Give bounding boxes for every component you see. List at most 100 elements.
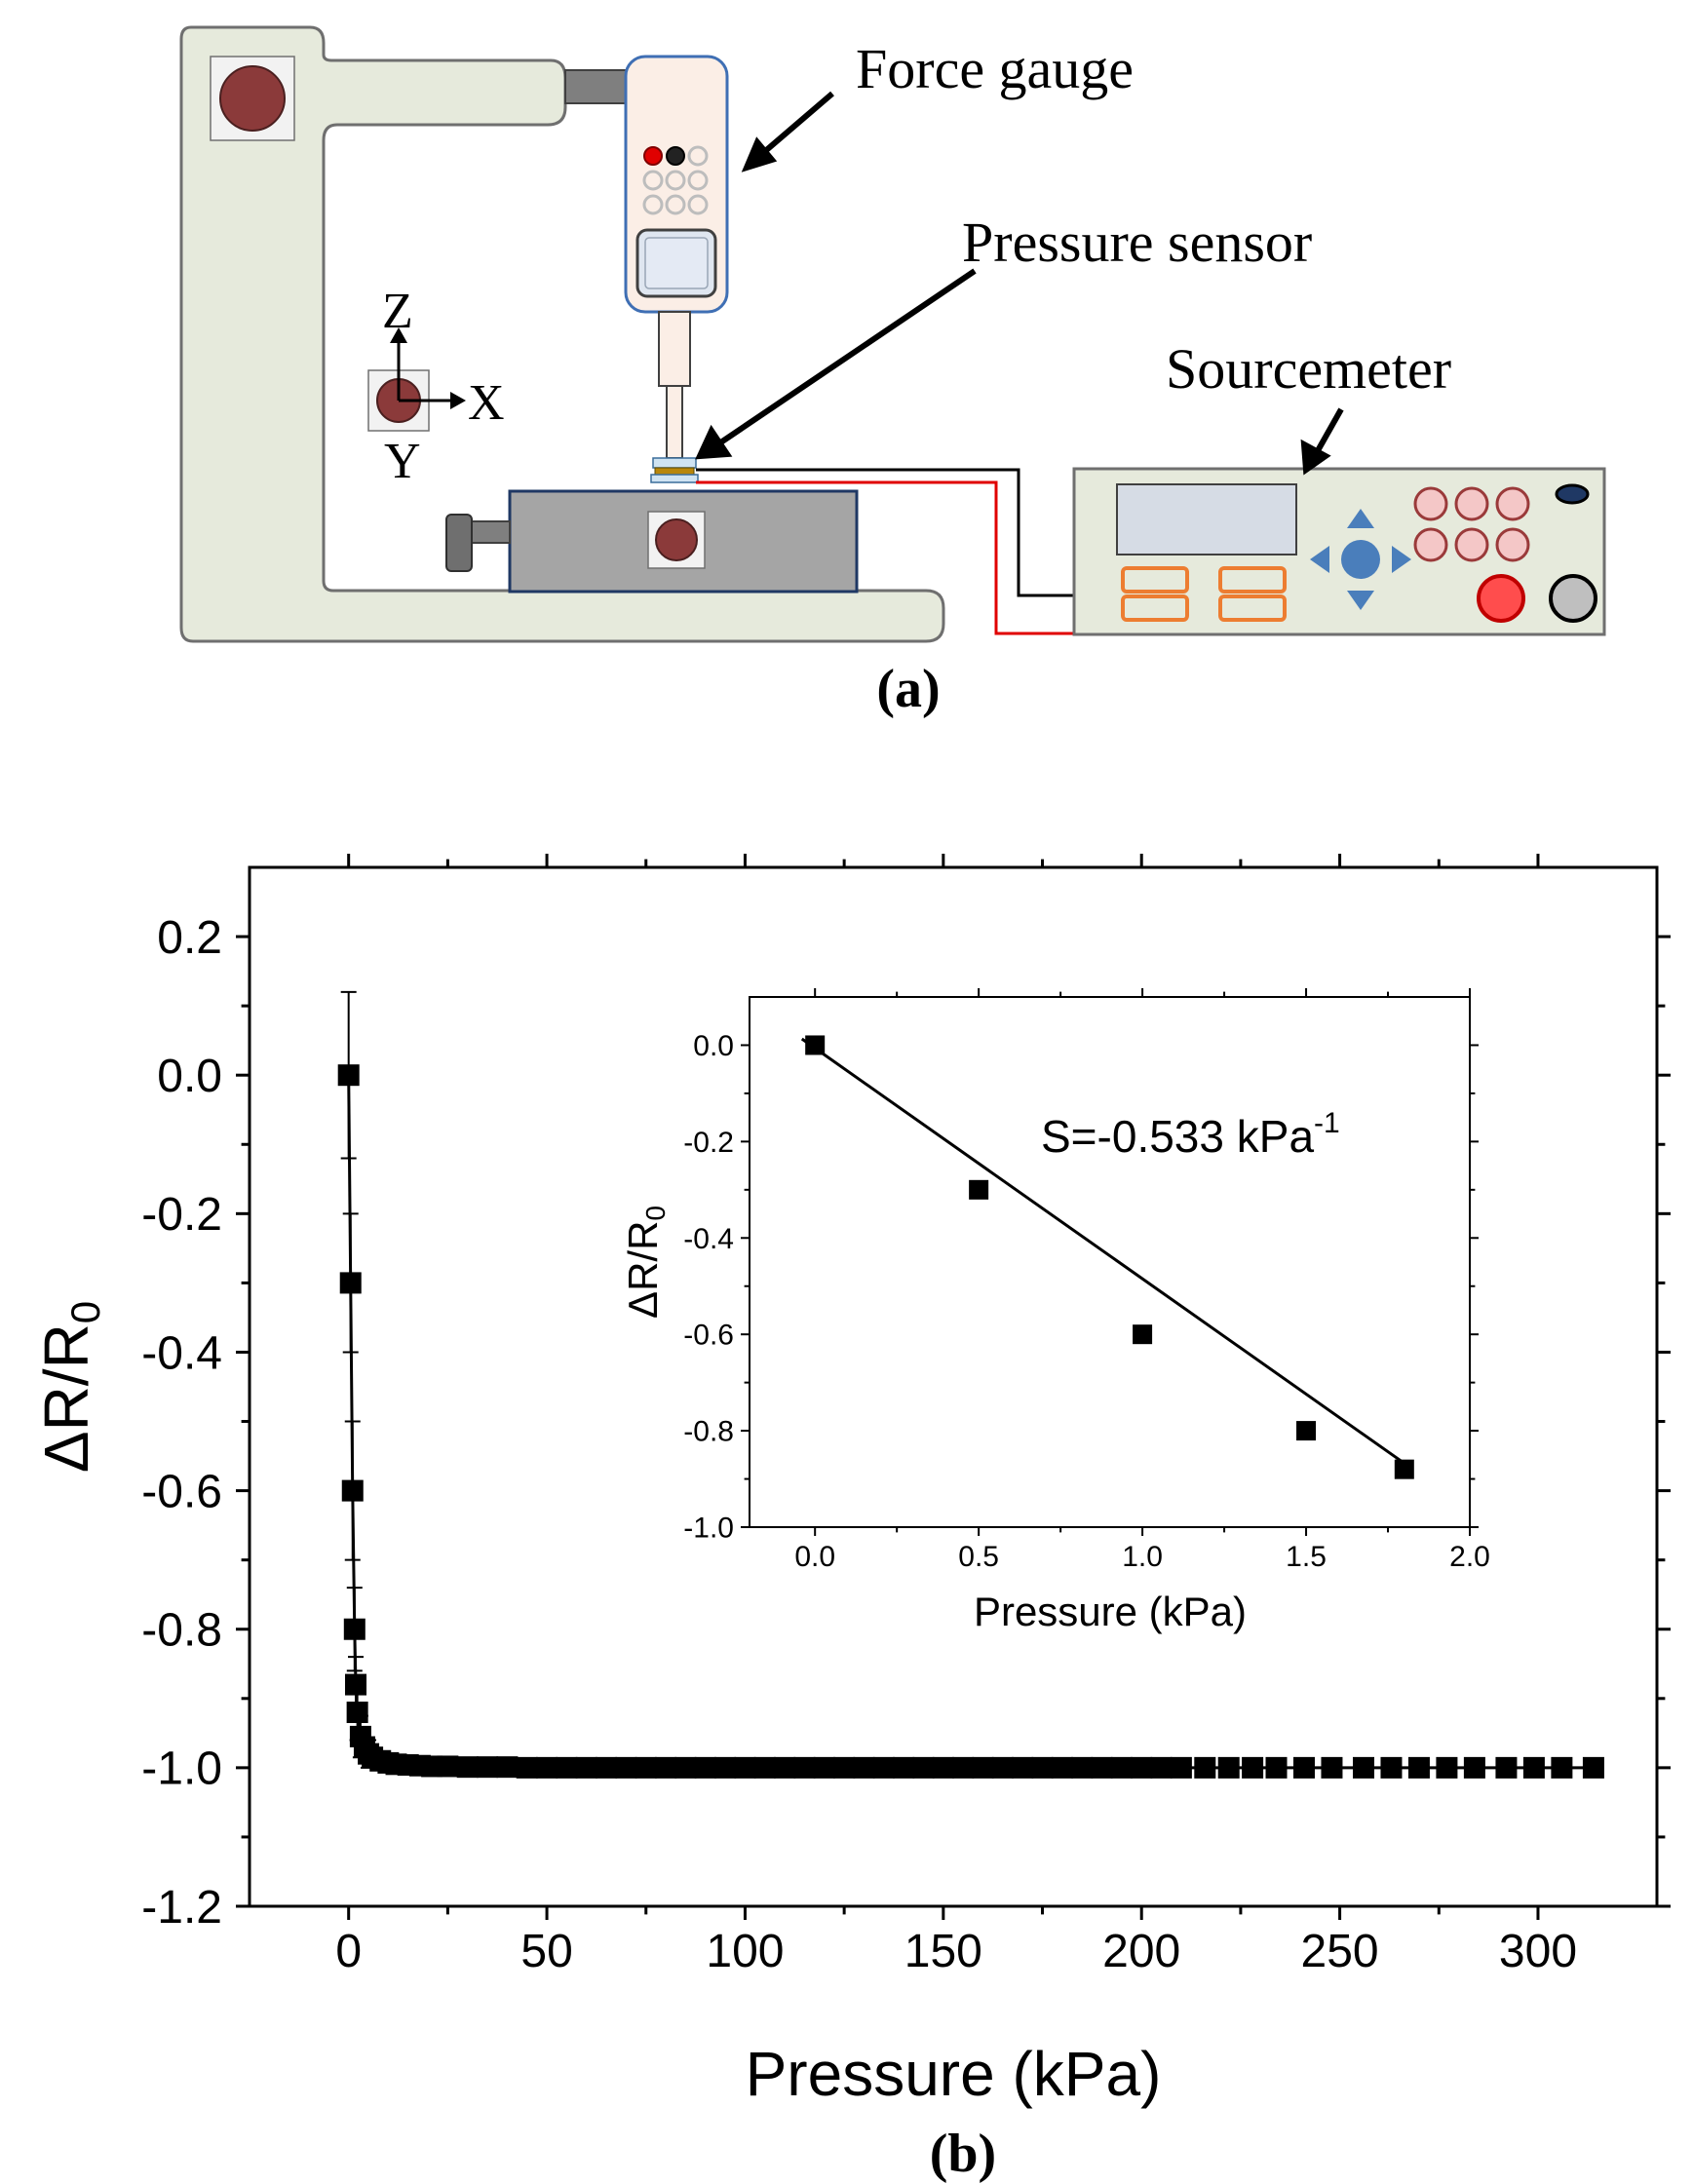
frame-knob-icon xyxy=(219,65,286,132)
main-x-tick-label: 200 xyxy=(1102,1926,1180,1977)
stage-knob-icon xyxy=(655,518,698,561)
inset-x-tick-label: 0.0 xyxy=(794,1541,835,1573)
main-plot-frame xyxy=(248,865,1659,1908)
inset-x-axis-label: Pressure (kPa) xyxy=(974,1589,1247,1634)
red-wire xyxy=(696,480,1074,635)
main-data-point xyxy=(1170,1756,1192,1779)
main-data-point xyxy=(753,1756,776,1779)
main-data-point xyxy=(1380,1756,1403,1779)
z-arrow-icon xyxy=(390,327,407,343)
main-data-point xyxy=(952,1756,975,1779)
main-data-point xyxy=(714,1756,737,1779)
pressure-sensor-label: Pressure sensor xyxy=(962,211,1312,274)
main-data-point xyxy=(734,1756,756,1779)
main-data-point xyxy=(991,1756,1014,1779)
main-data-point xyxy=(972,1756,994,1779)
gauge-shaft xyxy=(658,311,691,387)
main-data-point xyxy=(343,1618,366,1640)
inset-x-tick-label: 2.0 xyxy=(1449,1541,1490,1573)
force-gauge-label: Force gauge xyxy=(856,37,1134,100)
main-data-point xyxy=(337,1064,360,1087)
inset-data-point xyxy=(969,1179,989,1200)
main-x-tick-label: 150 xyxy=(904,1926,982,1977)
panel-b-label: (b) xyxy=(930,2124,996,2184)
main-data-point xyxy=(477,1756,499,1779)
main-data-point xyxy=(635,1756,657,1779)
gauge-probe xyxy=(666,385,683,459)
main-data-point xyxy=(556,1756,578,1779)
inset-data-point xyxy=(1394,1459,1414,1479)
main-data-point xyxy=(1292,1756,1315,1779)
main-data-point xyxy=(1407,1756,1430,1779)
main-data-point xyxy=(774,1756,796,1779)
gauge-red-button xyxy=(643,146,663,166)
axis-z-label: Z xyxy=(382,284,413,339)
sourcemeter-indicator xyxy=(1555,483,1590,505)
main-data-point xyxy=(1150,1756,1173,1779)
main-data-point xyxy=(793,1756,816,1779)
main-data-point xyxy=(1194,1756,1216,1779)
main-data-point xyxy=(1242,1756,1264,1779)
pressure-sensor xyxy=(652,457,697,469)
main-data-point xyxy=(346,1702,368,1724)
main-data-point xyxy=(1217,1756,1240,1779)
inset-x-tick-label: 1.5 xyxy=(1286,1541,1327,1573)
main-y-axis-label-sub: 0 xyxy=(62,1301,108,1323)
main-data-point xyxy=(1110,1756,1133,1779)
sourcemeter-buttons xyxy=(1121,566,1287,622)
main-x-tick-label: 300 xyxy=(1499,1926,1577,1977)
main-data-point xyxy=(615,1756,637,1779)
main-error-bars xyxy=(340,990,377,1769)
main-x-tick-label: 100 xyxy=(706,1926,784,1977)
main-x-tick-label: 250 xyxy=(1301,1926,1379,1977)
main-x-axis-label: Pressure (kPa) xyxy=(746,2039,1162,2109)
main-data-point xyxy=(1051,1756,1073,1779)
main-data-point xyxy=(1436,1756,1458,1779)
axis-y-label: Y xyxy=(384,434,421,489)
main-data-point xyxy=(1522,1756,1545,1779)
main-data-point xyxy=(1463,1756,1485,1779)
gauge-keypad xyxy=(642,145,709,215)
inset-data-point xyxy=(1133,1324,1153,1345)
inset-y-tick-label: -0.2 xyxy=(683,1127,734,1159)
main-x-tick-label: 0 xyxy=(335,1926,362,1977)
main-data-point xyxy=(339,1272,362,1294)
main-data-point xyxy=(1071,1756,1094,1779)
panel-a-label: (a) xyxy=(876,659,940,719)
main-data-point xyxy=(1582,1756,1604,1779)
inset-y-tick-label: -0.6 xyxy=(683,1320,734,1352)
main-data-point xyxy=(345,1673,367,1696)
main-data-point xyxy=(912,1756,935,1779)
axis-x-label: X xyxy=(468,375,505,431)
main-data-point xyxy=(853,1756,875,1779)
main-data-point xyxy=(1091,1756,1113,1779)
power-button-icon xyxy=(1477,574,1525,623)
inset-x-tick-label: 0.5 xyxy=(958,1541,999,1573)
main-data-point xyxy=(341,1479,364,1502)
inset-y-tick-label: 0.0 xyxy=(693,1030,734,1062)
main-data-point xyxy=(932,1756,954,1779)
terminal-icon xyxy=(1549,574,1597,623)
main-data-point xyxy=(1265,1756,1288,1779)
setup-schematic: Z X Y xyxy=(179,25,1606,719)
inset-y-axis-label-main: ΔR/R xyxy=(620,1221,666,1319)
main-data-point xyxy=(833,1756,856,1779)
inset-x-tick-label: 1.0 xyxy=(1122,1541,1163,1573)
main-data-point xyxy=(893,1756,915,1779)
dpad-icon xyxy=(1310,509,1411,610)
main-y-axis-label-main: ΔR/R xyxy=(31,1323,101,1473)
main-data-point xyxy=(694,1756,716,1779)
main-y-tick-label: 0.2 xyxy=(157,912,222,964)
main-data-markers xyxy=(337,1064,1604,1779)
main-data-point xyxy=(1551,1756,1573,1779)
main-data-point xyxy=(1131,1756,1153,1779)
main-y-tick-label: -0.4 xyxy=(141,1327,222,1379)
inset-data-point xyxy=(805,1035,826,1055)
main-data-point xyxy=(1012,1756,1034,1779)
sourcemeter-label: Sourcemeter xyxy=(1166,337,1451,401)
inset-fit-line xyxy=(800,1037,1412,1470)
main-y-tick-label: 0.0 xyxy=(157,1051,222,1102)
inset-y-tick-label: -0.4 xyxy=(683,1223,734,1255)
